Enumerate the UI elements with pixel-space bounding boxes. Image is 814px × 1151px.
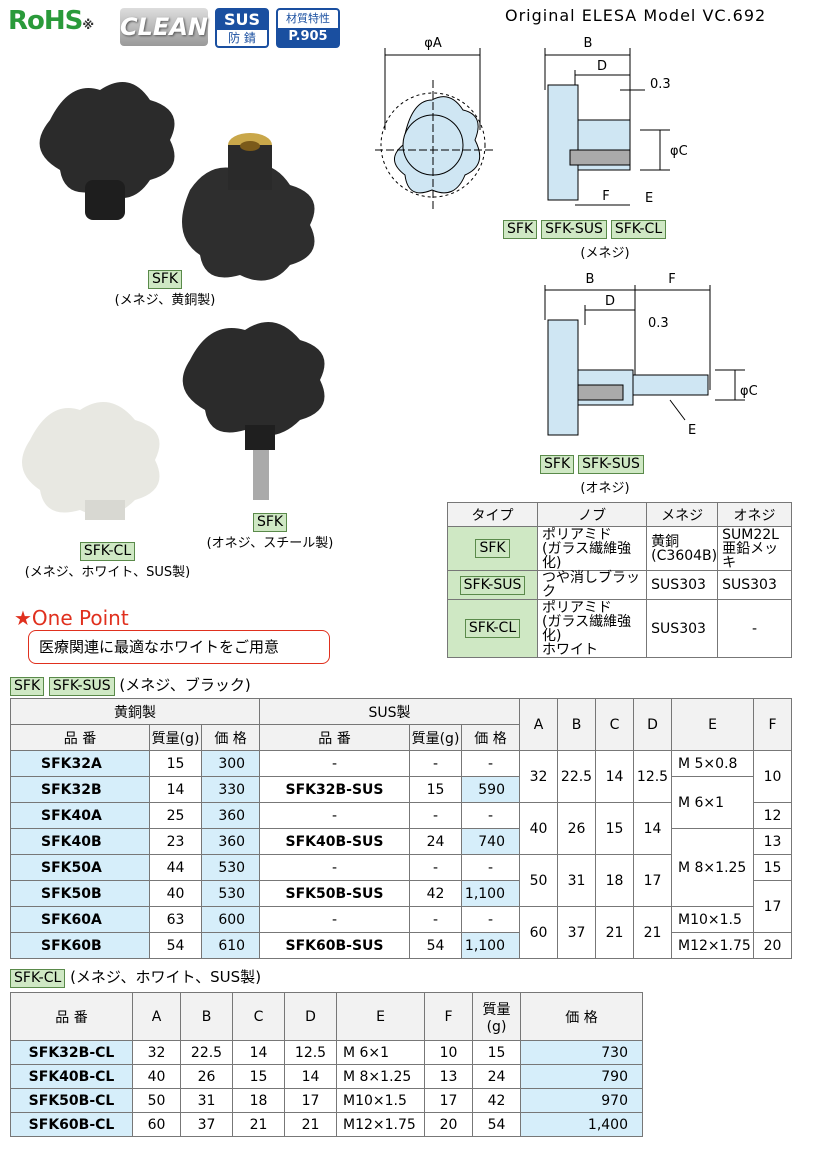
knob-photo-sfk-stud xyxy=(182,322,325,500)
svg-text:φC: φC xyxy=(740,384,758,399)
sus-badge: SUS 防 錆 xyxy=(215,8,269,48)
section2-title: SFK-CL (メネジ、ホワイト、SUS製) xyxy=(10,966,261,988)
knob-photo-sfk-cl xyxy=(22,402,160,520)
svg-text:E: E xyxy=(688,423,696,438)
clean-logo: CLEAN xyxy=(120,8,208,46)
svg-text:0.3: 0.3 xyxy=(650,77,671,92)
section1-title: SFK SFK-SUS (メネジ、ブラック) xyxy=(10,674,251,696)
female-thread-diagram: φA B D 0.3 φC F E xyxy=(375,36,688,210)
model-text: Original ELESA Model VC.692 xyxy=(505,6,767,25)
rohs-logo: RoHS※ xyxy=(8,6,94,36)
svg-text:F: F xyxy=(668,272,675,287)
diagram2-caption: (オネジ) xyxy=(580,481,630,496)
diagram1-caption: (メネジ) xyxy=(580,246,630,261)
svg-text:D: D xyxy=(605,294,615,309)
one-point-title: ★One Point xyxy=(14,606,129,630)
one-point-text: 医療関連に最適なホワイトをご用意 xyxy=(28,630,330,664)
svg-text:B: B xyxy=(584,36,593,51)
product-photos xyxy=(22,82,325,520)
svg-text:B: B xyxy=(586,272,595,287)
table-sfk: 黄銅製 SUS製 A B C D E F 品 番質量(g)価 格 品 番質量(g… xyxy=(9,698,792,959)
sfk-stud-photo-label: SFK(オネジ、スチール製) xyxy=(206,513,334,551)
svg-text:F: F xyxy=(602,189,609,204)
knob-photo-sfk-insert xyxy=(182,133,315,281)
svg-text:E: E xyxy=(645,191,653,206)
material-badge: 材質特性 P.905 xyxy=(276,8,340,48)
svg-text:0.3: 0.3 xyxy=(648,316,669,331)
svg-text:φA: φA xyxy=(424,36,442,51)
male-thread-diagram: B F D 0.3 φC E xyxy=(544,272,758,438)
knob-photo-sfk-top xyxy=(39,82,175,220)
sfk-photo-label: SFK(メネジ、黄銅製) xyxy=(114,270,216,308)
svg-text:D: D xyxy=(597,59,607,74)
sfkcl-photo-label: SFK-CL(メネジ、ホワイト、SUS製) xyxy=(24,542,191,580)
svg-text:φC: φC xyxy=(670,144,688,159)
